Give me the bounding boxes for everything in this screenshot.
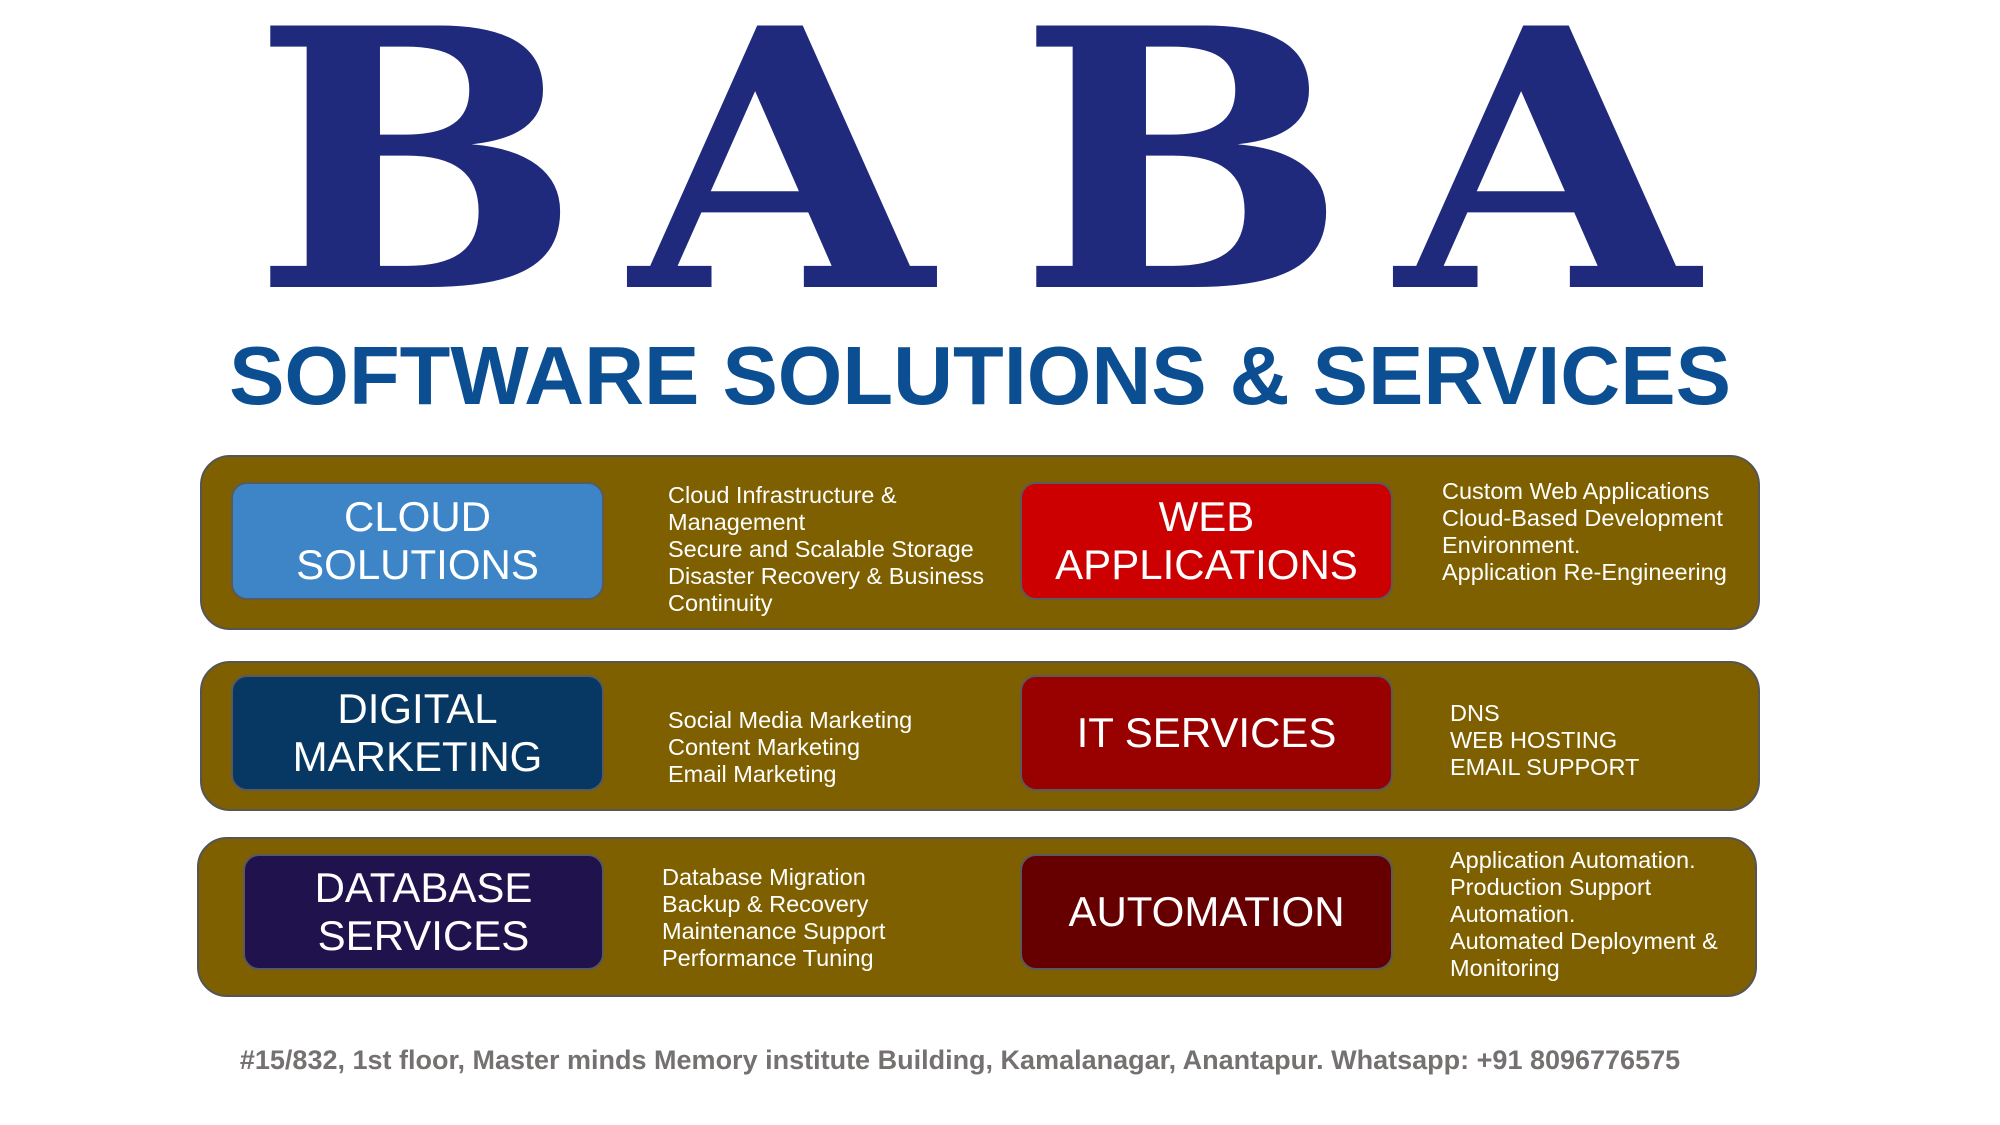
web-applications-button[interactable]: WEB APPLICATIONS — [1020, 482, 1393, 600]
detail-item: Continuity — [668, 590, 773, 616]
detail-item: Content Marketing — [668, 734, 861, 760]
cloud-solutions-button[interactable]: CLOUD SOLUTIONS — [231, 482, 604, 600]
detail-item: Automated Deployment & — [1450, 928, 1718, 954]
footer-address: #15/832, 1st floor, Master minds Memory … — [239, 1045, 1681, 1075]
detail-item: Cloud Infrastructure & — [668, 482, 897, 508]
detail-item: DNS — [1450, 700, 1500, 726]
detail-item: Maintenance Support — [662, 918, 886, 944]
detail-item: Social Media Marketing — [668, 707, 913, 733]
detail-item: Monitoring — [1450, 955, 1560, 981]
detail-item: Custom Web Applications — [1442, 478, 1710, 504]
detail-item: Secure and Scalable Storage — [668, 536, 974, 562]
detail-item: Backup & Recovery — [662, 891, 869, 917]
detail-item: Performance Tuning — [662, 945, 874, 971]
brand-letter-3: B — [1018, 0, 1348, 372]
detail-item: Application Re-Engineering — [1442, 559, 1727, 585]
brand-letter-1: B — [252, 0, 582, 372]
digital-marketing-button[interactable]: DIGITAL MARKETING — [231, 675, 604, 791]
database-services-button[interactable]: DATABASE SERVICES — [243, 854, 604, 970]
automation-button[interactable]: AUTOMATION — [1020, 854, 1393, 970]
automation-details: Application Automation.Production Suppor… — [1450, 847, 1718, 982]
detail-item: Cloud-Based Development — [1442, 505, 1723, 531]
detail-item: Application Automation. — [1450, 847, 1696, 873]
it-services-button[interactable]: IT SERVICES — [1020, 675, 1393, 791]
brand-logo: B A B A — [0, 0, 2000, 340]
detail-item: Automation. — [1450, 901, 1576, 927]
detail-item: Environment. — [1442, 532, 1581, 558]
brand-letter-2: A — [630, 0, 933, 372]
detail-item: WEB HOSTING — [1450, 727, 1618, 753]
detail-item: Database Migration — [662, 864, 866, 890]
detail-item: Email Marketing — [668, 761, 837, 787]
detail-item: Disaster Recovery & Business — [668, 563, 985, 589]
brand-letter-4: A — [1396, 0, 1699, 372]
detail-item: Management — [668, 509, 806, 535]
detail-item: Production Support — [1450, 874, 1652, 900]
tagline: SOFTWARE SOLUTIONS & SERVICES — [229, 329, 1731, 422]
detail-item: EMAIL SUPPORT — [1450, 754, 1640, 780]
